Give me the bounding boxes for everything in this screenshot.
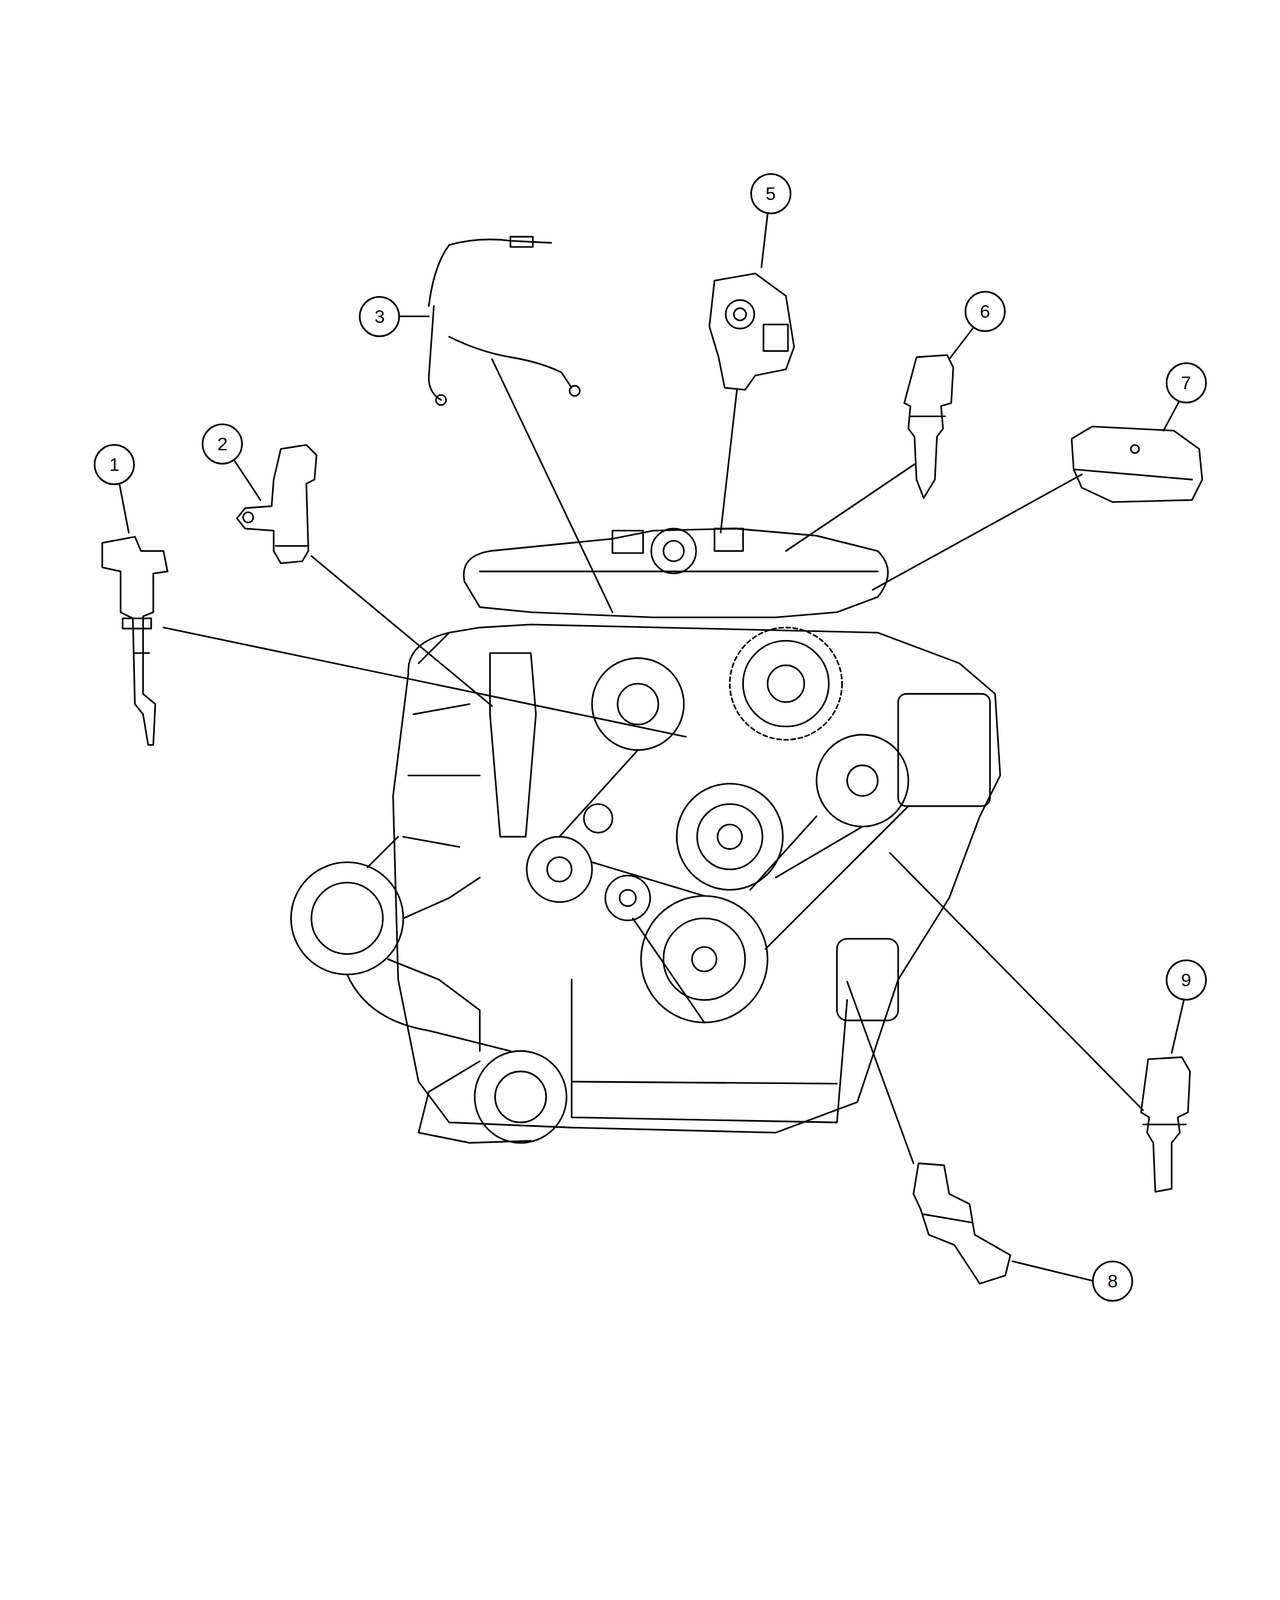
callout-number: 7 [1181,373,1192,392]
callout-number: 9 [1181,970,1192,990]
callout-circle: 1 [93,444,135,486]
callout-circle: 3 [358,296,400,338]
callout-circle: 7 [1165,362,1207,404]
callout-number: 3 [374,307,386,326]
callout-number: 2 [217,434,228,454]
callout-circle: 6 [964,290,1006,332]
callout-circle: 8 [1092,1260,1134,1302]
callout-number: 5 [765,184,776,203]
callout-circle: 2 [201,423,243,465]
callout-circle: 9 [1165,959,1207,1001]
callout-number: 6 [980,302,991,321]
callout-circle: 5 [750,173,792,215]
callout-number: 1 [109,455,120,474]
callout-number: 8 [1107,1272,1118,1291]
